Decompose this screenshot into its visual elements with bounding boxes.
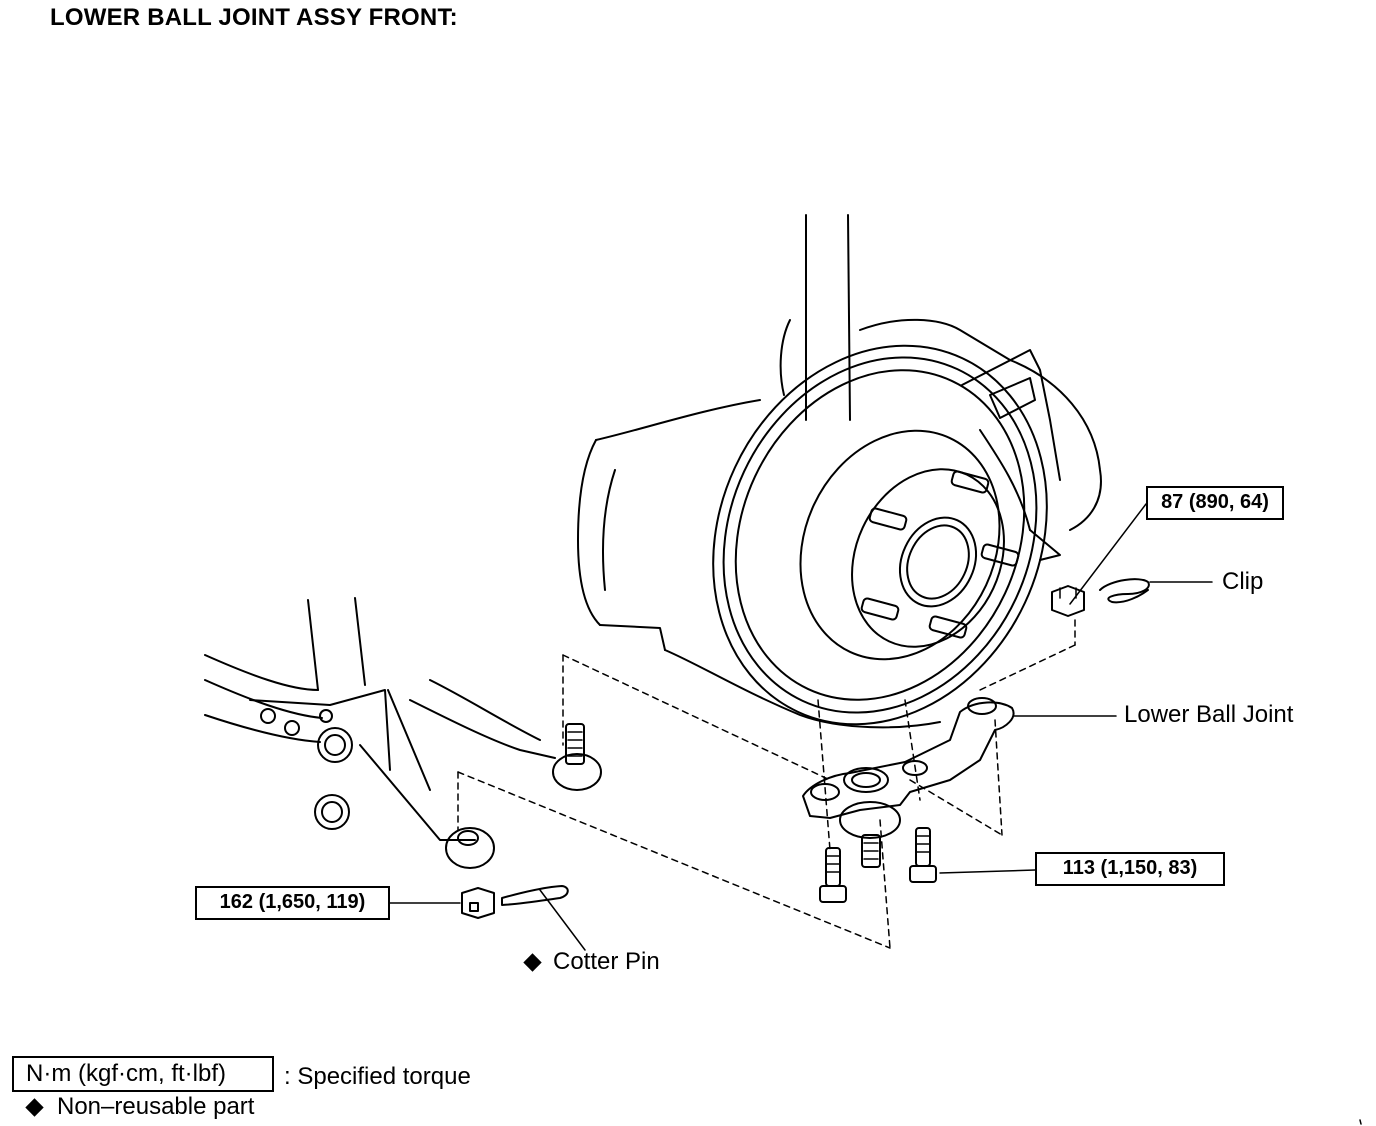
torque-legend-box: N·m (kgf·cm, ft·lbf) (12, 1056, 274, 1092)
callout-lower-ball-joint: Lower Ball Joint (1124, 701, 1294, 728)
clip (1099, 578, 1150, 604)
castle-nut-clip (1051, 585, 1085, 617)
corner-mark (1359, 1119, 1362, 1125)
castle-nut-cotter (461, 887, 495, 919)
cotter-pin-label: Cotter Pin (553, 948, 660, 975)
callout-clip: Clip (1222, 568, 1264, 595)
callout-cotter-pin: Cotter Pin (523, 948, 660, 976)
non-reusable-legend: Non–reusable part (25, 1093, 255, 1121)
bolts (819, 827, 937, 903)
knuckle-shield (577, 399, 941, 729)
diamond-icon (25, 1098, 44, 1117)
wheel-studs (860, 470, 1020, 639)
wheel-hub (851, 468, 1020, 648)
tie-rod-end (552, 723, 602, 791)
non-reusable-label: Non–reusable part (57, 1093, 255, 1120)
diamond-icon (523, 953, 542, 972)
lower-arm (204, 597, 556, 869)
brake-caliper (859, 318, 1102, 561)
lower-ball-joint (802, 697, 1015, 868)
cotter-pin (501, 885, 569, 906)
torque-legend-desc: : Specified torque (284, 1063, 471, 1090)
torque-label-bolts: 113 (1,150, 83) (1035, 852, 1225, 886)
torque-label-nut-clip: 87 (890, 64) (1146, 486, 1284, 520)
torque-label-nut-cotter: 162 (1,650, 119) (195, 886, 390, 920)
brake-rotor (712, 344, 1048, 726)
diagram-title: LOWER BALL JOINT ASSY FRONT: (50, 4, 458, 31)
leader-lines (389, 503, 1213, 951)
assembly-guides (457, 619, 1076, 949)
strut (779, 214, 851, 421)
